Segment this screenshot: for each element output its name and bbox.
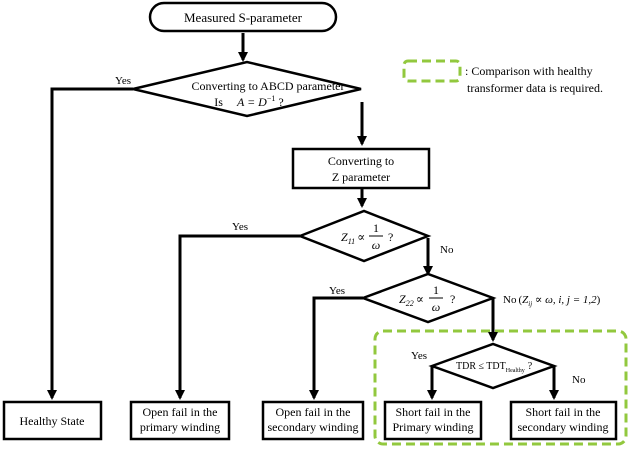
z11-q: ? xyxy=(388,230,393,244)
arrow-z11-yes xyxy=(175,234,300,400)
start-label: Measured S-parameter xyxy=(184,10,303,25)
abcd-line1: Converting to ABCD parameter xyxy=(192,79,345,93)
short-secondary-line2: secondary winding xyxy=(518,420,609,434)
legend-line2: transformer data is required. xyxy=(467,81,603,95)
arrow-abcd-yes xyxy=(47,87,133,400)
z11-den: ω xyxy=(372,238,380,252)
comparison-region xyxy=(373,329,628,446)
decision-z11: Z11∝ 1 ω ? xyxy=(296,209,432,263)
short-primary-line2: Primary winding xyxy=(393,420,474,434)
label-yes-z11: Yes xyxy=(232,221,248,233)
process-convert-z: Converting to Z parameter xyxy=(291,147,431,190)
z11-num: 1 xyxy=(373,221,379,235)
process-z-line2: Z parameter xyxy=(332,170,390,184)
label-yes-tdr: Yes xyxy=(411,350,427,362)
outcome-healthy: Healthy State xyxy=(2,400,103,441)
outcome-short-secondary: Short fail in the secondary winding xyxy=(509,400,618,441)
legend-line1: : Comparison with healthy xyxy=(465,64,593,78)
label-no-z11: No xyxy=(440,244,454,256)
outcome-open-primary: Open fail in the primary winding xyxy=(129,400,231,441)
start-terminal: Measured S-parameter xyxy=(148,1,338,33)
outcome-short-primary: Short fail in the Primary winding xyxy=(383,400,483,441)
z22-label: Z22∝ xyxy=(399,292,424,308)
process-z-line1: Converting to xyxy=(328,154,394,168)
short-secondary-line1: Short fail in the xyxy=(526,405,601,419)
z11-label: Z11∝ xyxy=(341,230,365,246)
open-primary-line1: Open fail in the xyxy=(143,405,218,419)
label-no-tdr: No xyxy=(572,374,586,386)
healthy-label: Healthy State xyxy=(20,414,85,428)
z22-num: 1 xyxy=(433,283,439,297)
open-secondary-line2: secondary winding xyxy=(268,420,359,434)
open-secondary-line1: Open fail in the xyxy=(276,405,351,419)
label-yes-abcd: Yes xyxy=(115,75,131,87)
connectors xyxy=(47,33,559,400)
label-no-z22: No(Zij ∝ ω, i, j = 1,2) xyxy=(503,294,601,308)
label-yes-z22: Yes xyxy=(329,285,345,297)
tdr-label: TDR ≤ TDTHealthy? xyxy=(456,361,533,374)
z22-den: ω xyxy=(432,300,440,314)
arrow-z22-yes xyxy=(309,296,363,400)
legend-swatch xyxy=(402,59,462,83)
decision-z22: Z22∝ 1 ω ? xyxy=(359,272,497,324)
z22-q: ? xyxy=(450,292,455,306)
short-primary-line1: Short fail in the xyxy=(396,405,471,419)
decision-tdr: TDR ≤ TDTHealthy? xyxy=(428,342,558,390)
outcome-open-secondary: Open fail in the secondary winding xyxy=(261,400,365,441)
open-primary-line2: primary winding xyxy=(140,420,220,434)
